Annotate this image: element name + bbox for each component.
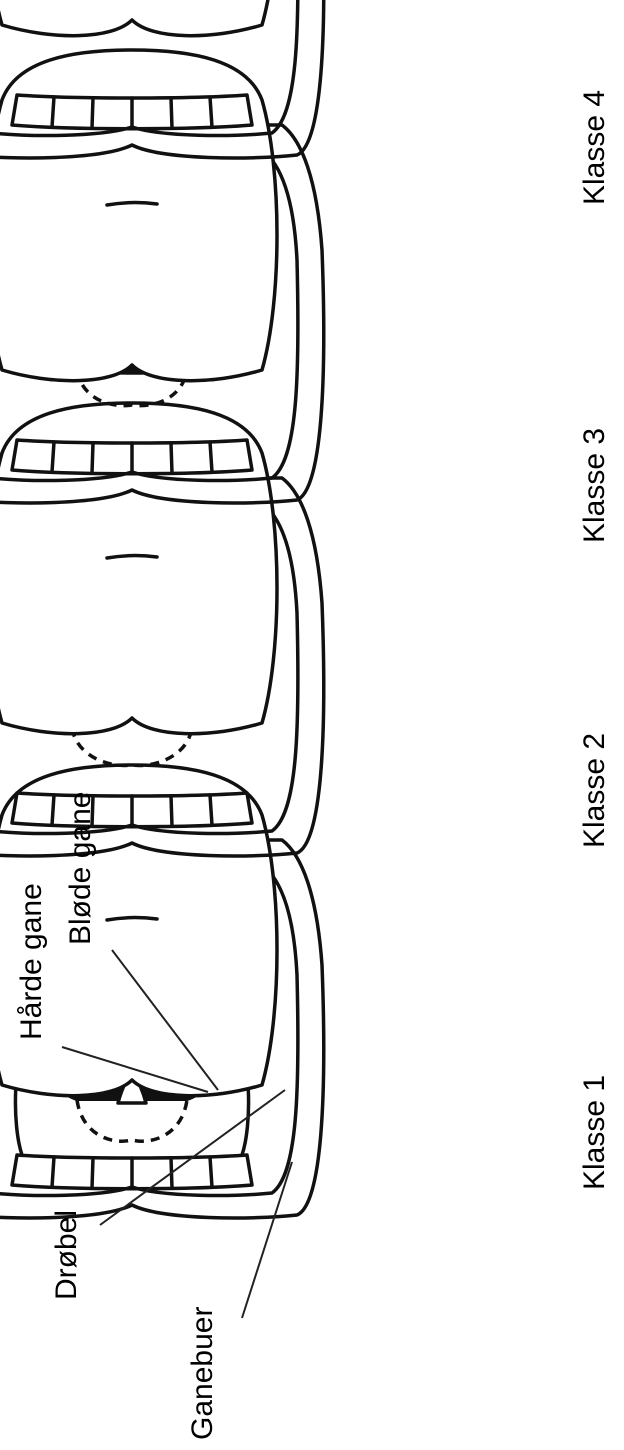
label-soft-palate: Bløde gane — [66, 792, 96, 945]
label-klasse-4: Klasse 4 — [580, 90, 610, 205]
label-uvula: Drøbel — [52, 1210, 82, 1300]
label-klasse-1: Klasse 1 — [580, 1075, 610, 1190]
label-hard-palate: Hårde gane — [17, 883, 47, 1040]
label-pillars: Ganebuer — [188, 1307, 218, 1440]
label-klasse-3: Klasse 3 — [580, 428, 610, 543]
label-klasse-2: Klasse 2 — [580, 733, 610, 848]
